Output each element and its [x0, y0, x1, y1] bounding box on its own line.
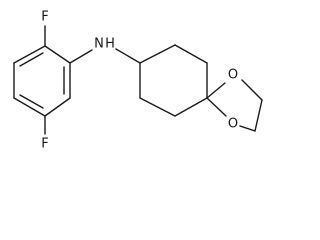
- dioxolane-ring: [206, 79, 263, 132]
- bond-c4-c5: [13, 97, 46, 117]
- atom-hydrogen: H: [105, 37, 115, 52]
- benzene-ring: [13, 45, 71, 117]
- bond-ch2-oxygen-lower: [239, 125, 256, 132]
- bond-c1-nitrogen: [69, 49, 93, 64]
- bond-c2-c3: [13, 45, 46, 64]
- bond-nitrogen-ch: [115, 48, 141, 64]
- bond-spiro-oxygen-lower: [206, 97, 227, 117]
- bond-cy1-cy2: [139, 44, 176, 64]
- atom-oxygen-upper: O: [228, 68, 238, 83]
- molecule-diagram: F N H F O O: [13, 10, 263, 152]
- bond-spiro-cy5: [174, 97, 208, 117]
- double-bond-c2-c3: [19, 52, 44, 67]
- bond-ch2-ch2: [254, 99, 263, 132]
- bond-spiro-oxygen-upper: [206, 82, 226, 99]
- double-bond-c4-c5: [19, 94, 44, 109]
- atom-oxygen-lower: O: [228, 117, 238, 132]
- bond-c1-c2: [44, 45, 71, 64]
- atom-fluorine-bottom: F: [41, 137, 48, 152]
- structure-canvas: F N H F O O: [13, 10, 263, 152]
- bond-oxygen-upper-ch2: [241, 79, 263, 101]
- atom-nitrogen: N: [94, 37, 104, 52]
- atom-fluorine-top: F: [41, 10, 48, 25]
- bond-cy5-cy6: [139, 97, 176, 117]
- bond-cy2-cy3: [174, 44, 208, 64]
- cyclohexane-ring: [139, 44, 208, 117]
- bond-c5-c6: [44, 97, 71, 117]
